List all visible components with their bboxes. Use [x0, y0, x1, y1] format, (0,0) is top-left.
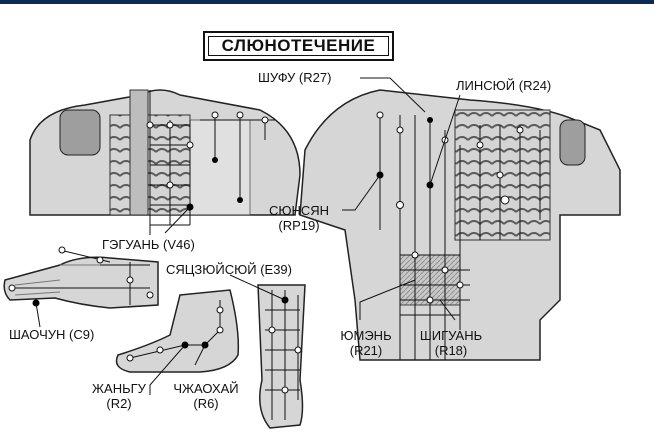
label-geguan: ГЭГУАНЬ (V46)	[102, 237, 195, 252]
label-zhangu: ЖАНЬГУ (R2)	[88, 381, 150, 411]
foot-points	[126, 300, 224, 362]
label-zhzhaohai-code: (R6)	[193, 396, 219, 411]
label-shufu: ШУФУ (R27)	[258, 70, 332, 85]
label-yumen: ЮМЭНЬ (R21)	[338, 328, 394, 358]
label-syunsyan-code: (RP19)	[278, 218, 320, 233]
label-syunsyan: СЮНСЯН (RP19)	[256, 203, 342, 233]
title-box: СЛЮНОТЕЧЕНИЕ	[203, 31, 394, 61]
label-zhangu-code: (R2)	[106, 396, 132, 411]
label-shiguan-name: ШИГУАНЬ	[419, 328, 483, 343]
page-title: СЛЮНОТЕЧЕНИЕ	[208, 36, 389, 56]
label-yumen-name: ЮМЭНЬ	[340, 328, 392, 343]
leg-points	[265, 290, 302, 420]
hand-figure	[3, 256, 159, 309]
hand-points	[8, 246, 154, 307]
label-zhangu-name: ЖАНЬГУ	[92, 381, 146, 396]
label-shiguan-code: (R18)	[434, 343, 468, 358]
label-syatszyuysyuy: СЯЦЗЮЙСЮЙ (E39)	[166, 262, 292, 277]
leg-figure	[257, 284, 306, 429]
chest-points	[376, 111, 524, 304]
label-syunsyan-name: СЮНСЯН	[268, 203, 330, 218]
foot-figure	[115, 289, 240, 373]
back-figure	[29, 89, 301, 216]
label-zhzhaohai: ЧЖАОХАЙ (R6)	[166, 381, 246, 411]
header-bar	[0, 0, 654, 4]
label-yumen-code: (R21)	[349, 343, 383, 358]
label-linsyuy: ЛИНСЮЙ (R24)	[456, 78, 552, 93]
leader-lines	[35, 77, 461, 395]
label-shaochun: ШАОЧУН (С9)	[9, 327, 95, 342]
label-zhzhaohai-name: ЧЖАОХАЙ	[173, 381, 239, 396]
label-shiguan: ШИГУАНЬ (R18)	[410, 328, 492, 358]
